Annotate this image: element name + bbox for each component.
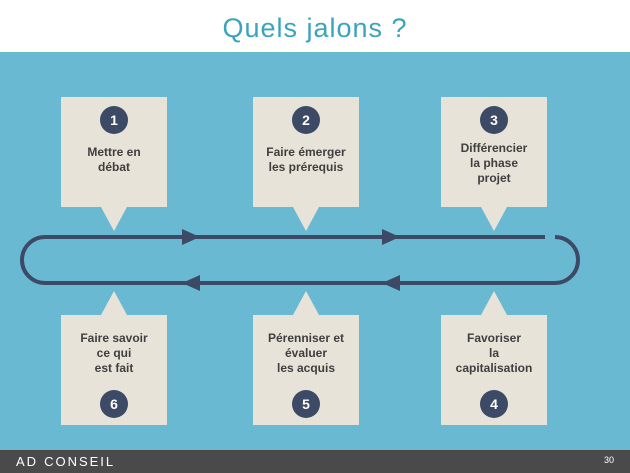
milestone-number-5: 5: [292, 390, 320, 418]
milestone-pointer-2: [293, 207, 319, 231]
brand-part-2: CONSEIL: [44, 454, 116, 469]
page-number: 30: [603, 455, 614, 465]
milestone-number-6: 6: [100, 390, 128, 418]
milestone-pointer-1: [101, 207, 127, 231]
milestone-number-1: 1: [100, 106, 128, 134]
footer-bar: AD CONSEIL 30: [0, 450, 630, 473]
arrow-left-2: [382, 275, 400, 291]
brand-logo: AD CONSEIL: [16, 453, 115, 470]
slide-title: Quels jalons ?: [222, 13, 408, 43]
milestone-number-3: 3: [480, 106, 508, 134]
cycle-loop: [20, 229, 580, 291]
arrow-right-2: [382, 229, 400, 245]
loop-path: [20, 235, 580, 285]
arrow-right-1: [182, 229, 200, 245]
milestone-pointer-6: [101, 291, 127, 315]
milestone-number-4: 4: [480, 390, 508, 418]
milestone-number-2: 2: [292, 106, 320, 134]
milestone-pointer-4: [481, 291, 507, 315]
brand-part-1: AD: [16, 454, 39, 469]
milestone-pointer-3: [481, 207, 507, 231]
arrow-left-1: [182, 275, 200, 291]
milestone-pointer-5: [293, 291, 319, 315]
